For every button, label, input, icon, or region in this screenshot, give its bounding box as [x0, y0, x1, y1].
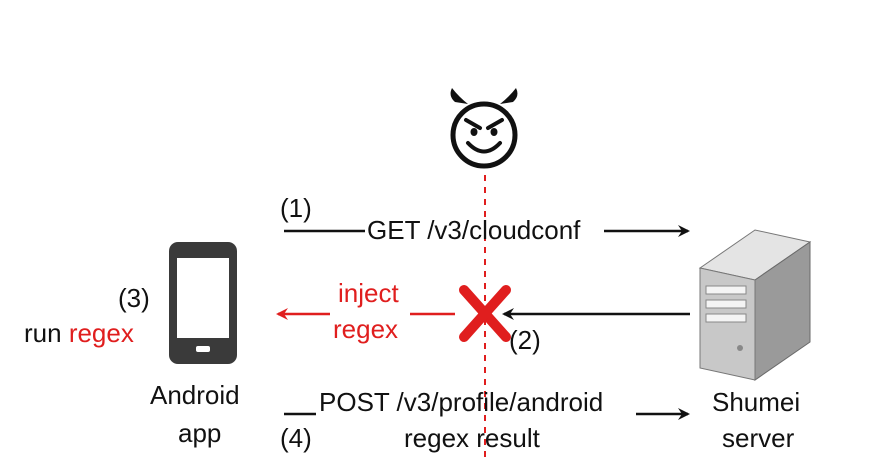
inject-label-line2: regex	[333, 314, 399, 344]
post-request-sub: regex result	[404, 423, 540, 453]
server-label-line1: Shumei	[712, 387, 801, 417]
step4-label: (4)	[280, 423, 312, 453]
run-prefix: run	[24, 318, 62, 348]
android-label-line2: app	[178, 418, 222, 448]
step2-label: (2)	[509, 325, 541, 355]
android-label-line1: Android	[150, 380, 240, 410]
smartphone-icon	[169, 242, 237, 364]
server-label-line2: server	[722, 423, 795, 453]
run-regex-label: run regex	[24, 320, 134, 346]
inject-label-line1: inject	[338, 278, 399, 308]
post-request-label: POST /v3/profile/android	[319, 387, 604, 417]
devil-face-icon	[450, 88, 518, 169]
blocked-x-icon	[459, 285, 511, 342]
step1-label: (1)	[280, 193, 312, 223]
run-regex-word: regex	[68, 318, 134, 348]
get-request-label: GET /v3/cloudconf	[367, 215, 581, 245]
step3-label: (3)	[118, 283, 150, 313]
server-icon	[698, 229, 812, 381]
